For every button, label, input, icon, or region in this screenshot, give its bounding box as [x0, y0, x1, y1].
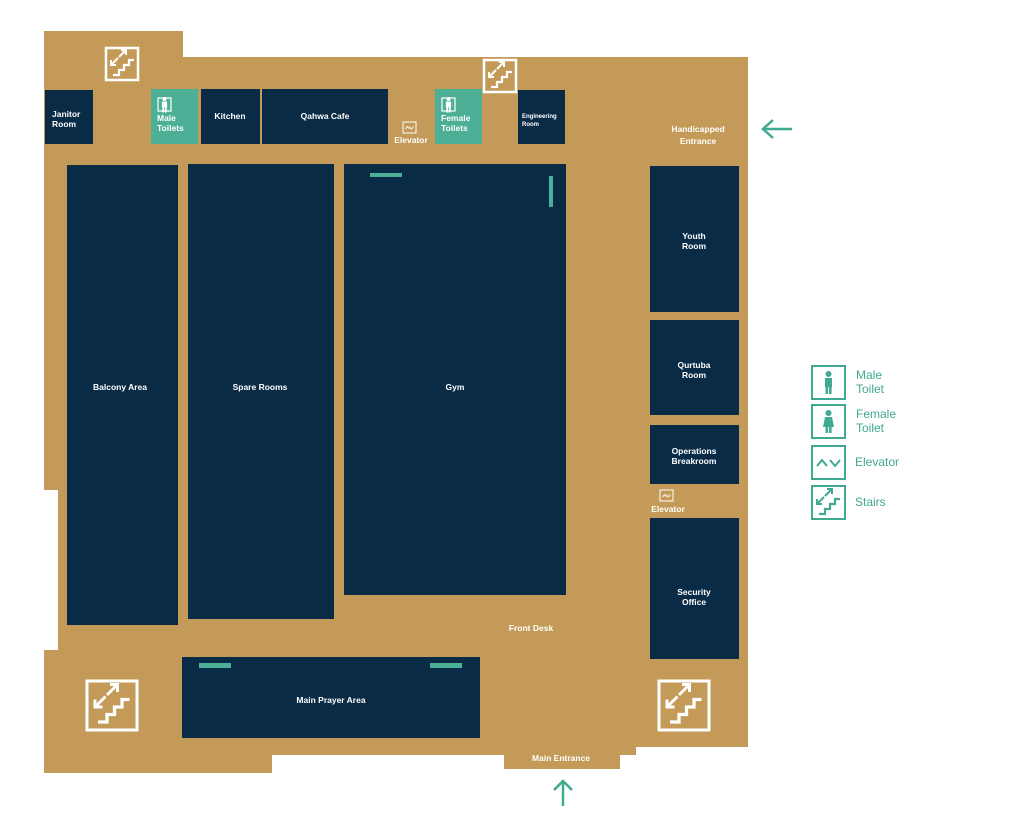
- legend-male-line2: Toilet: [856, 382, 885, 396]
- legend-elevator-label: Elevator: [855, 455, 899, 469]
- male-toilets-label-line1: Male: [157, 113, 176, 123]
- legend-female-line2: Toilet: [856, 421, 885, 435]
- balcony-label: Balcony Area: [93, 382, 147, 392]
- door-marker: [430, 663, 462, 668]
- gym-label: Gym: [446, 382, 465, 392]
- qahwa-cafe-label: Qahwa Cafe: [301, 111, 350, 121]
- room-janitor[interactable]: Janitor Room: [45, 90, 93, 144]
- room-kitchen[interactable]: Kitchen: [201, 89, 260, 144]
- door-marker: [199, 663, 231, 668]
- legend-item-elevator: Elevator: [811, 445, 899, 480]
- room-balcony-area[interactable]: Balcony Area: [67, 165, 178, 625]
- youth-label-line2: Room: [682, 241, 707, 251]
- main-entrance-label: Main Entrance: [532, 753, 590, 763]
- stairs-top-middle[interactable]: [482, 58, 518, 94]
- female-person-icon: [823, 410, 834, 433]
- janitor-label-line2: Room: [52, 119, 77, 129]
- handicapped-entrance[interactable]: Handicapped Entrance: [671, 124, 724, 146]
- qurtuba-label-line1: Qurtuba: [677, 360, 710, 370]
- youth-label-line1: Youth: [682, 231, 705, 241]
- qurtuba-label-line2: Room: [682, 370, 707, 380]
- front-desk-label: Front Desk: [509, 623, 554, 633]
- room-engineering[interactable]: Engineering Room: [518, 90, 565, 144]
- room-qurtuba[interactable]: Qurtuba Room: [650, 320, 739, 415]
- stairs-top-left[interactable]: [104, 46, 140, 82]
- handicapped-label-line1: Handicapped: [671, 124, 724, 134]
- stairs-bottom-right[interactable]: [657, 679, 711, 732]
- elevator-right-label: Elevator: [651, 504, 685, 514]
- room-gym[interactable]: Gym: [344, 164, 566, 595]
- elevator-top-label: Elevator: [394, 135, 428, 145]
- elevator-top[interactable]: Elevator: [394, 121, 428, 145]
- female-toilets-label-line1: Female: [441, 113, 471, 123]
- room-female-toilets[interactable]: Female Toilets: [435, 89, 482, 144]
- room-male-toilets[interactable]: Male Toilets: [151, 89, 198, 144]
- operations-label-line2: Breakroom: [672, 456, 717, 466]
- male-toilets-label-line2: Toilets: [157, 123, 184, 133]
- room-security-office[interactable]: Security Office: [650, 518, 739, 659]
- door-marker: [370, 173, 402, 177]
- legend-male-line1: Male: [856, 368, 882, 382]
- engineering-label-line2: Room: [522, 122, 539, 128]
- security-label-line1: Security: [677, 587, 711, 597]
- room-spare-rooms[interactable]: Spare Rooms: [188, 164, 334, 619]
- security-label-line2: Office: [682, 597, 706, 607]
- arrow-icon: [761, 119, 792, 139]
- legend-female-line1: Female: [856, 407, 896, 421]
- main-prayer-label: Main Prayer Area: [296, 695, 365, 705]
- engineering-label-line1: Engineering: [522, 114, 557, 120]
- legend-item-stairs: Stairs: [811, 485, 886, 520]
- room-youth[interactable]: Youth Room: [650, 166, 739, 312]
- arrow-icon: [553, 779, 573, 806]
- elevator-icon: [816, 458, 841, 468]
- room-qahwa-cafe[interactable]: Qahwa Cafe: [262, 89, 388, 144]
- operations-label-line1: Operations: [672, 446, 717, 456]
- legend-stairs-label: Stairs: [855, 495, 886, 509]
- legend: Male Toilet Female Toilet Elevator: [811, 365, 899, 520]
- legend-item-male-toilet: Male Toilet: [811, 365, 885, 400]
- legend-item-female-toilet: Female Toilet: [811, 404, 896, 439]
- stairs-bottom-left[interactable]: [85, 679, 139, 732]
- room-main-prayer-area[interactable]: Main Prayer Area: [182, 657, 480, 738]
- handicapped-label-line2: Entrance: [680, 136, 717, 146]
- janitor-label-line1: Janitor: [52, 109, 81, 119]
- female-toilets-label-line2: Toilets: [441, 123, 468, 133]
- male-person-icon: [825, 371, 832, 394]
- kitchen-label: Kitchen: [214, 111, 245, 121]
- door-marker: [549, 176, 553, 207]
- elevator-right[interactable]: Elevator: [651, 489, 685, 514]
- stairs-icon: [815, 487, 842, 516]
- spare-rooms-label: Spare Rooms: [233, 382, 288, 392]
- elevator-icon: [659, 489, 674, 502]
- elevator-icon: [402, 121, 417, 134]
- room-operations-breakroom[interactable]: Operations Breakroom: [650, 425, 739, 484]
